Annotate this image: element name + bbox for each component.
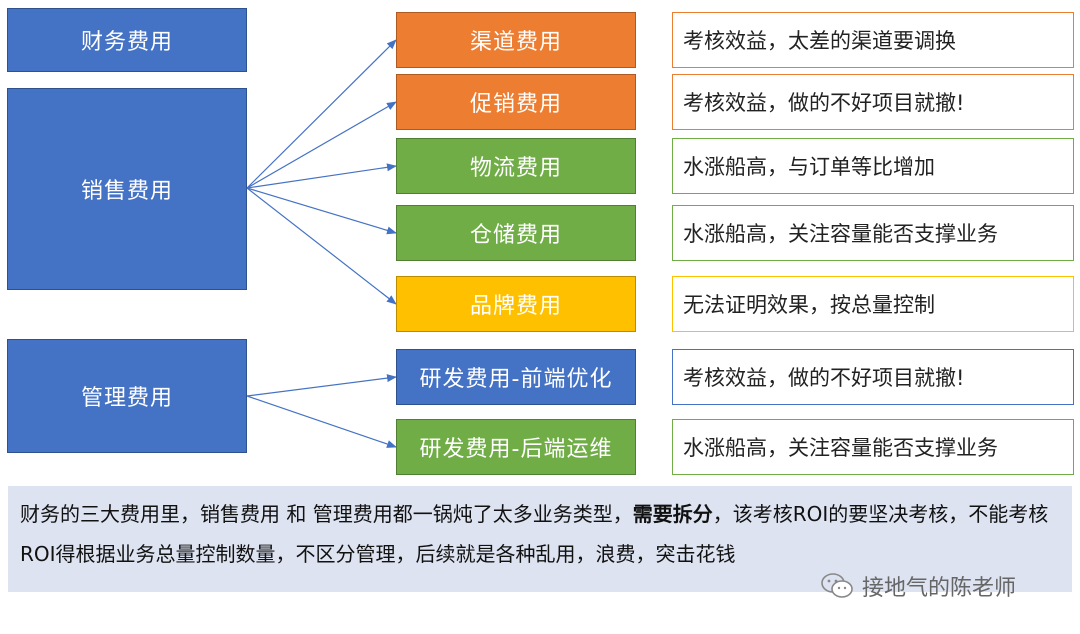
arrow-to-rd-back [246,395,397,448]
item-rd-back-label: 研发费用-后端运维 [419,437,613,462]
note-promotion-text: 考核效益，做的不好项目就撤! [683,91,965,115]
item-channel: 渠道费用 [396,12,636,68]
item-logistics-label: 物流费用 [469,156,562,181]
note-logistics-text: 水涨船高，与订单等比增加 [683,155,935,179]
note-rd-front: 考核效益，做的不好项目就撤! [672,349,1074,405]
watermark-text: 接地气的陈老师 [862,576,1017,601]
arrow-to-logistics [246,163,397,189]
summary-text-bold: 需要拆分 [632,502,713,526]
note-storage: 水涨船高，关注容量能否支撑业务 [672,205,1074,261]
category-admin: 管理费用 [7,339,247,453]
note-channel-text: 考核效益，太差的渠道要调换 [683,29,956,53]
item-brand: 品牌费用 [396,276,636,332]
note-rd-back-text: 水涨船高，关注容量能否支撑业务 [683,436,998,460]
item-storage: 仓储费用 [396,205,636,261]
arrow-to-storage [246,187,397,235]
note-rd-back: 水涨船高，关注容量能否支撑业务 [672,419,1074,475]
item-rd-front-label: 研发费用-前端优化 [419,367,613,392]
summary-text-box: 财务的三大费用里，销售费用 和 管理费用都一锅炖了太多业务类型，需要拆分，该考核… [8,486,1072,592]
arrow-to-channel [246,39,397,189]
note-logistics: 水涨船高，与订单等比增加 [672,138,1074,194]
item-brand-label: 品牌费用 [469,294,562,319]
item-storage-label: 仓储费用 [469,223,562,248]
note-brand: 无法证明效果，按总量控制 [672,276,1074,332]
item-channel-label: 渠道费用 [469,30,562,55]
arrow-to-brand [246,187,397,305]
item-rd-back: 研发费用-后端运维 [396,419,636,475]
category-sales-label: 销售费用 [80,179,173,204]
category-finance-label: 财务费用 [80,30,173,55]
summary-text-before: 财务的三大费用里，销售费用 和 管理费用都一锅炖了太多业务类型， [20,502,633,526]
wechat-icon [821,573,853,598]
arrow-to-rd-front [246,374,397,397]
category-sales: 销售费用 [7,88,247,290]
note-brand-text: 无法证明效果，按总量控制 [683,293,935,317]
arrow-group [246,39,397,448]
note-promotion: 考核效益，做的不好项目就撤! [672,74,1074,130]
item-logistics: 物流费用 [396,138,636,194]
item-promotion-label: 促销费用 [469,92,562,117]
arrow-to-promotion [246,101,397,189]
item-promotion: 促销费用 [396,74,636,130]
category-finance: 财务费用 [7,8,247,72]
category-admin-label: 管理费用 [80,386,173,411]
note-channel: 考核效益，太差的渠道要调换 [672,12,1074,68]
summary-text-after: ，该考核ROI的要坚决考核，不能考核ROI得根据业务总量控制数量，不区分管理，后… [20,502,1049,566]
note-storage-text: 水涨船高，关注容量能否支撑业务 [683,222,998,246]
item-rd-front: 研发费用-前端优化 [396,349,636,405]
watermark: 接地气的陈老师 [820,568,1070,604]
note-rd-front-text: 考核效益，做的不好项目就撤! [683,366,965,390]
